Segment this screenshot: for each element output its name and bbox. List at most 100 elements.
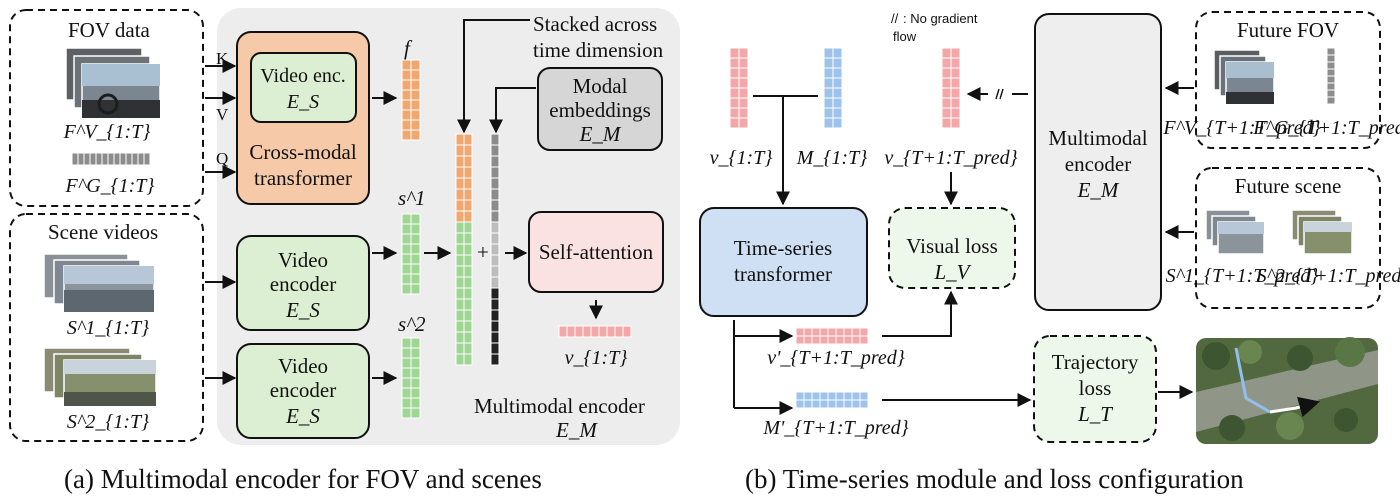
v-pred-token-row <box>795 327 869 345</box>
stacked-token <box>463 232 473 245</box>
f-token <box>410 89 421 101</box>
fov-gaze-token <box>125 152 133 166</box>
v-pred-token <box>835 327 845 337</box>
v-pred-token <box>859 335 869 345</box>
future-scene-2-thumbnails <box>1291 209 1353 255</box>
v-input-label: V <box>216 105 229 124</box>
m-token <box>832 57 843 69</box>
modal-token <box>490 199 500 212</box>
m-token <box>832 107 843 119</box>
modal-embeddings-line1: Modal <box>572 74 628 98</box>
stacked-token <box>455 298 465 311</box>
v-pred-token <box>811 327 821 337</box>
future-scene-box <box>1195 167 1381 309</box>
m-pred-token <box>803 399 813 409</box>
no-gradient-mark: // <box>891 11 899 26</box>
future-scene-1-thumbnails <box>1205 209 1265 255</box>
m-pred-token <box>843 391 853 401</box>
stacked-token <box>455 199 465 212</box>
m-token <box>832 117 843 129</box>
m-pred-token <box>859 399 869 409</box>
v-future-token <box>950 97 961 109</box>
fov-gaze-token <box>113 152 121 166</box>
fov-gaze-token <box>131 152 139 166</box>
stacked-line1: Stacked across <box>533 12 658 36</box>
fov-gaze-token <box>95 152 103 166</box>
future-gaze-token <box>1326 68 1336 77</box>
video-encoder-2-line2: encoder <box>269 378 337 402</box>
fov-data-box <box>9 9 204 207</box>
s2-token <box>401 407 412 419</box>
m-token <box>823 47 834 59</box>
v-pred-token <box>835 335 845 345</box>
modal-token <box>490 342 500 355</box>
modal-token <box>490 221 500 234</box>
v-output-label: v_{1:T} <box>564 347 628 369</box>
s1-token <box>401 273 412 285</box>
m-pred-token <box>819 399 829 409</box>
future-fov-box <box>1195 11 1381 149</box>
stacked-token <box>455 254 465 267</box>
v-pred-token <box>851 335 861 345</box>
v-token <box>738 107 749 119</box>
stacked-token <box>463 144 473 157</box>
modal-token <box>490 210 500 223</box>
fov-gaze-token <box>71 152 79 166</box>
stacked-token <box>463 210 473 223</box>
fov-gaze-token-bar <box>71 152 151 166</box>
v-token <box>738 97 749 109</box>
no-gradient-marker <box>995 88 1004 100</box>
v-future-token <box>950 107 961 119</box>
f-token <box>401 59 412 71</box>
future-scene-title: Future scene <box>1234 174 1342 198</box>
m-token <box>832 97 843 109</box>
m-pred-token <box>835 399 845 409</box>
v-future-token <box>950 87 961 99</box>
fov-gaze-label: F^G_{1:T} <box>65 175 155 197</box>
plus-sign: + <box>477 240 489 264</box>
modal-token <box>490 166 500 179</box>
v-token <box>729 77 740 89</box>
fov-gaze-token <box>137 152 145 166</box>
right-encoder-line2: encoder <box>1064 152 1132 176</box>
fov-video-thumbnails <box>65 47 161 119</box>
s2-token <box>410 377 421 389</box>
stacked-token <box>463 309 473 322</box>
s2-token <box>410 357 421 369</box>
s1-token <box>401 253 412 265</box>
v-pred-token <box>803 327 813 337</box>
m-label: M_{1:T} <box>796 147 868 169</box>
stacked-token <box>463 276 473 289</box>
visual-loss-label: Visual loss <box>906 234 998 258</box>
future-fov-v-label: F^V_{T+1:T_pred} <box>1163 117 1321 139</box>
modal-token <box>490 144 500 157</box>
s1-token <box>410 213 421 225</box>
v-future-token <box>941 97 952 109</box>
video-enc-label: Video enc. <box>260 65 346 87</box>
cross-modal-line2: transformer <box>254 166 352 190</box>
s1-token <box>410 283 421 295</box>
modal-embeddings-line2: embeddings <box>549 98 651 122</box>
v-token <box>738 77 749 89</box>
visual-loss-box <box>888 207 1016 289</box>
modal-token <box>490 309 500 322</box>
v-pred-token <box>859 327 869 337</box>
m-token <box>832 77 843 89</box>
m-token <box>823 107 834 119</box>
stacked-token <box>463 243 473 256</box>
stacked-token <box>455 331 465 344</box>
s2-label: s^2 <box>398 312 426 336</box>
fov-gaze-token <box>107 152 115 166</box>
f-token <box>410 79 421 91</box>
trajectory-loss-symbol: L_T <box>1078 402 1112 426</box>
stacked-token <box>455 221 465 234</box>
v-output-token <box>566 325 576 338</box>
v-future-token <box>941 87 952 99</box>
m-pred-token <box>859 391 869 401</box>
f-token <box>401 129 412 141</box>
s2-token <box>401 387 412 399</box>
s2-token <box>410 337 421 349</box>
future-fov-thumbnails <box>1213 49 1275 105</box>
future-gaze-token-column <box>1326 47 1336 105</box>
v-token <box>729 117 740 129</box>
